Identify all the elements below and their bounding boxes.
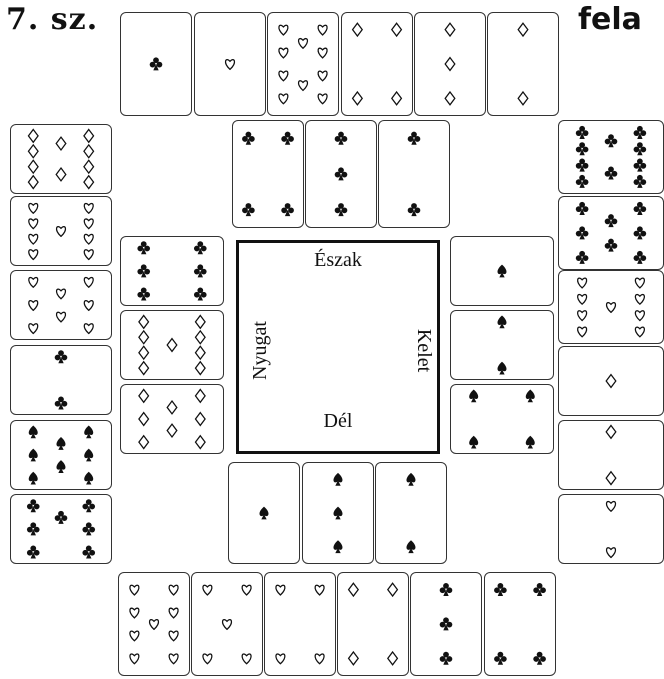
- spade-pips: [376, 463, 446, 563]
- bridge-table: Észak Dél Nyugat Kelet: [236, 240, 440, 454]
- heart-pips: [119, 573, 189, 675]
- compass-south: Dél: [239, 410, 437, 433]
- north-card-diamond-q[interactable]: [414, 12, 486, 116]
- west-card-club-2[interactable]: [10, 345, 112, 415]
- heart-pips: [268, 13, 338, 115]
- south-card-diamond-k[interactable]: [337, 572, 409, 676]
- heart-pips: [559, 271, 663, 343]
- heart-pips: [559, 495, 663, 563]
- club-pips: [559, 121, 663, 193]
- east-card-club-10[interactable]: [558, 120, 664, 194]
- east-card-diamond-a[interactable]: [558, 346, 664, 416]
- compass-east: Kelet: [412, 329, 435, 372]
- east-card-spade-4[interactable]: [450, 384, 554, 454]
- north-card-diamond-j[interactable]: [487, 12, 559, 116]
- south-card-spade-j[interactable]: [375, 462, 447, 564]
- puzzle-title: fela: [578, 2, 642, 37]
- south-card-heart-5[interactable]: [191, 572, 263, 676]
- club-pips: [11, 495, 111, 563]
- club-pips: [11, 346, 111, 414]
- west-card-heart-8[interactable]: [10, 270, 112, 340]
- puzzle-number: 7. sz.: [6, 2, 98, 37]
- south-card-club-q[interactable]: [410, 572, 482, 676]
- west-card-diamond-9[interactable]: [120, 310, 224, 380]
- west-card-heart-9[interactable]: [10, 196, 112, 266]
- diamond-pips: [488, 13, 558, 115]
- diamond-pips: [121, 311, 223, 379]
- club-pips: [559, 197, 663, 269]
- heart-pips: [265, 573, 335, 675]
- heart-pips: [11, 197, 111, 265]
- club-pips: [121, 13, 191, 115]
- club-pips: [379, 121, 449, 227]
- diamond-pips: [11, 125, 111, 193]
- east-card-club-8[interactable]: [558, 196, 664, 270]
- west-card-club-7[interactable]: [10, 494, 112, 564]
- east-card-heart-9[interactable]: [558, 270, 664, 344]
- east-card-club-q[interactable]: [305, 120, 377, 228]
- compass-north: Észak: [239, 249, 437, 272]
- east-card-diamond-2[interactable]: [558, 420, 664, 490]
- north-card-heart-a[interactable]: [194, 12, 266, 116]
- heart-pips: [192, 573, 262, 675]
- club-pips: [121, 237, 223, 305]
- compass-west: Nyugat: [249, 321, 272, 380]
- south-card-heart-4[interactable]: [264, 572, 336, 676]
- club-pips: [485, 573, 555, 675]
- east-card-spade-2[interactable]: [450, 310, 554, 380]
- south-card-heart-9[interactable]: [118, 572, 190, 676]
- heart-pips: [195, 13, 265, 115]
- spade-pips: [229, 463, 299, 563]
- south-card-spade-a[interactable]: [228, 462, 300, 564]
- diamond-pips: [559, 421, 663, 489]
- east-card-spade-a[interactable]: [450, 236, 554, 306]
- west-card-diamond-10[interactable]: [10, 124, 112, 194]
- west-card-spade-8[interactable]: [10, 420, 112, 490]
- spade-pips: [451, 311, 553, 379]
- club-pips: [233, 121, 303, 227]
- diamond-pips: [338, 573, 408, 675]
- south-card-spade-q[interactable]: [302, 462, 374, 564]
- diamond-pips: [559, 347, 663, 415]
- north-card-diamond-k[interactable]: [341, 12, 413, 116]
- spade-pips: [451, 385, 553, 453]
- spade-pips: [11, 421, 111, 489]
- north-card-heart-10[interactable]: [267, 12, 339, 116]
- west-card-diamond-8[interactable]: [120, 384, 224, 454]
- club-pips: [306, 121, 376, 227]
- spade-pips: [303, 463, 373, 563]
- east-card-heart-2[interactable]: [558, 494, 664, 564]
- east-card-club-k[interactable]: [232, 120, 304, 228]
- diamond-pips: [342, 13, 412, 115]
- north-card-club-a[interactable]: [120, 12, 192, 116]
- spade-pips: [451, 237, 553, 305]
- east-card-club-j[interactable]: [378, 120, 450, 228]
- west-card-club-6[interactable]: [120, 236, 224, 306]
- south-card-club-4[interactable]: [484, 572, 556, 676]
- diamond-pips: [121, 385, 223, 453]
- diamond-pips: [415, 13, 485, 115]
- club-pips: [411, 573, 481, 675]
- heart-pips: [11, 271, 111, 339]
